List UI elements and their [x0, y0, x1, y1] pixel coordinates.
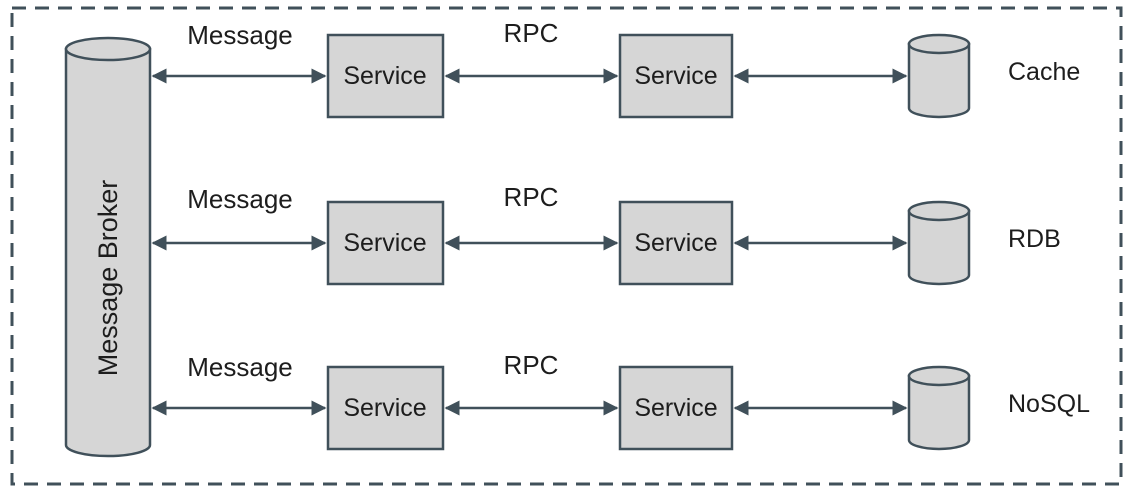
service-box-left-label: Service	[343, 394, 426, 422]
service-box-left-label: Service	[343, 229, 426, 257]
service-box-right	[618, 365, 734, 451]
pipeline-row-cache: Message Service RPC Service Cache	[151, 18, 1080, 119]
datastore-cylinder-top	[907, 33, 971, 55]
service-box-right	[618, 200, 734, 286]
pipeline-row-nosql: Message Service RPC Service NoSQL	[151, 350, 1090, 451]
datastore-cylinder-top	[907, 200, 971, 222]
rpc-edge-label: RPC	[504, 18, 559, 48]
service-box-right-label: Service	[634, 229, 717, 257]
datastore-cylinder	[907, 200, 971, 286]
message-edge-label: Message	[187, 352, 293, 382]
rpc-edge-label: RPC	[504, 182, 559, 212]
message-edge-label: Message	[187, 184, 293, 214]
service-box-right-label: Service	[634, 394, 717, 422]
broker-cylinder-top	[64, 36, 152, 62]
pipeline-row-rdb: Message Service RPC Service RDB	[151, 182, 1061, 286]
service-box-left	[326, 200, 445, 286]
rpc-edge-label: RPC	[504, 350, 559, 380]
service-box-right	[618, 33, 734, 119]
message-broker-node: Message Broker	[64, 36, 152, 458]
service-box-right-label: Service	[634, 62, 717, 90]
datastore-label: NoSQL	[1008, 390, 1090, 418]
datastore-cylinder-top	[907, 365, 971, 387]
datastore-cylinder	[907, 33, 971, 119]
datastore-label: RDB	[1008, 225, 1061, 253]
system-boundary	[10, 6, 1123, 486]
datastore-cylinder-body	[907, 209, 971, 286]
service-box-left	[326, 365, 445, 451]
datastore-cylinder-body	[907, 374, 971, 451]
message-edge-label: Message	[187, 20, 293, 50]
service-box-left	[326, 33, 445, 119]
datastore-label: Cache	[1008, 58, 1080, 86]
datastore-cylinder-body	[907, 42, 971, 119]
service-box-left-label: Service	[343, 62, 426, 90]
broker-label: Message Broker	[93, 180, 123, 377]
broker-cylinder-body	[64, 47, 152, 458]
datastore-cylinder	[907, 365, 971, 451]
